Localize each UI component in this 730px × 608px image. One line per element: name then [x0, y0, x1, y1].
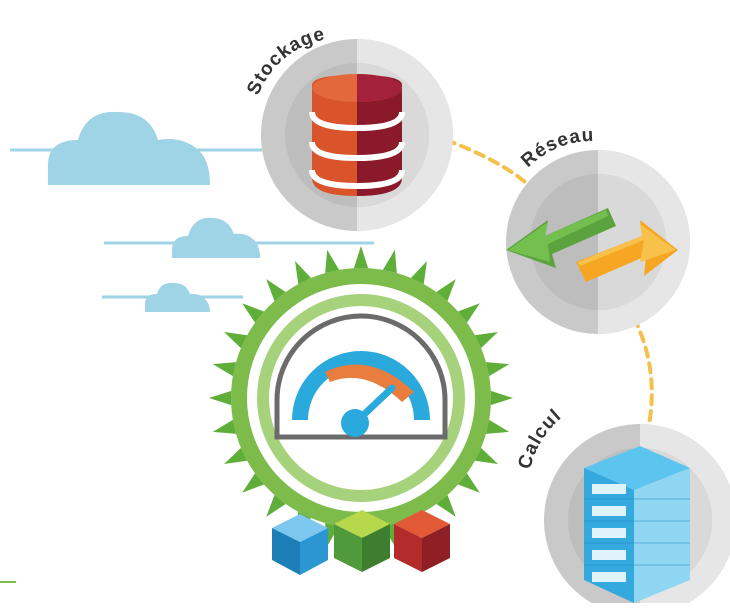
gear-tooth: [242, 303, 264, 323]
gear-tooth: [458, 473, 480, 493]
database-icon: [309, 74, 405, 196]
cube-icon-green: [334, 510, 390, 572]
compute-node: [544, 424, 730, 608]
gear-tooth: [410, 261, 427, 285]
gear-tooth: [474, 332, 498, 349]
gear-tooth: [490, 390, 513, 406]
gear-tooth: [474, 447, 498, 464]
cube-icon-red: [394, 510, 450, 572]
connection-storage-network: [444, 138, 532, 188]
cube-icon-blue: [272, 514, 328, 575]
gear-tooth: [212, 362, 237, 377]
performance-badge: [209, 246, 513, 550]
cloud-icon-large: [10, 111, 262, 185]
compute-label: Calcul: [514, 405, 565, 471]
gear-tooth: [325, 249, 340, 274]
connection-network-compute: [632, 316, 654, 432]
gear-tooth: [458, 303, 480, 323]
storage-node: [261, 39, 453, 231]
cloud-icon-small: [102, 282, 243, 312]
gear-tooth: [382, 249, 397, 274]
gear-tooth: [485, 419, 510, 434]
network-node: [506, 150, 690, 334]
gear-tooth: [436, 495, 456, 517]
gear-tooth: [295, 261, 312, 285]
server-icon: [584, 446, 690, 603]
gear-tooth: [209, 390, 232, 406]
speedometer-icon: [274, 313, 448, 440]
gear-tooth: [436, 279, 456, 301]
gear-tooth: [224, 447, 248, 464]
gear-tooth: [266, 495, 286, 517]
gear-tooth: [224, 332, 248, 349]
gear-tooth: [485, 362, 510, 377]
exchange-arrows-icon: [506, 208, 678, 282]
gear-tooth: [266, 279, 286, 301]
gear-tooth: [212, 419, 237, 434]
gear-tooth: [353, 246, 369, 269]
cloud-icon-medium: [104, 217, 374, 258]
gear-tooth: [242, 473, 264, 493]
